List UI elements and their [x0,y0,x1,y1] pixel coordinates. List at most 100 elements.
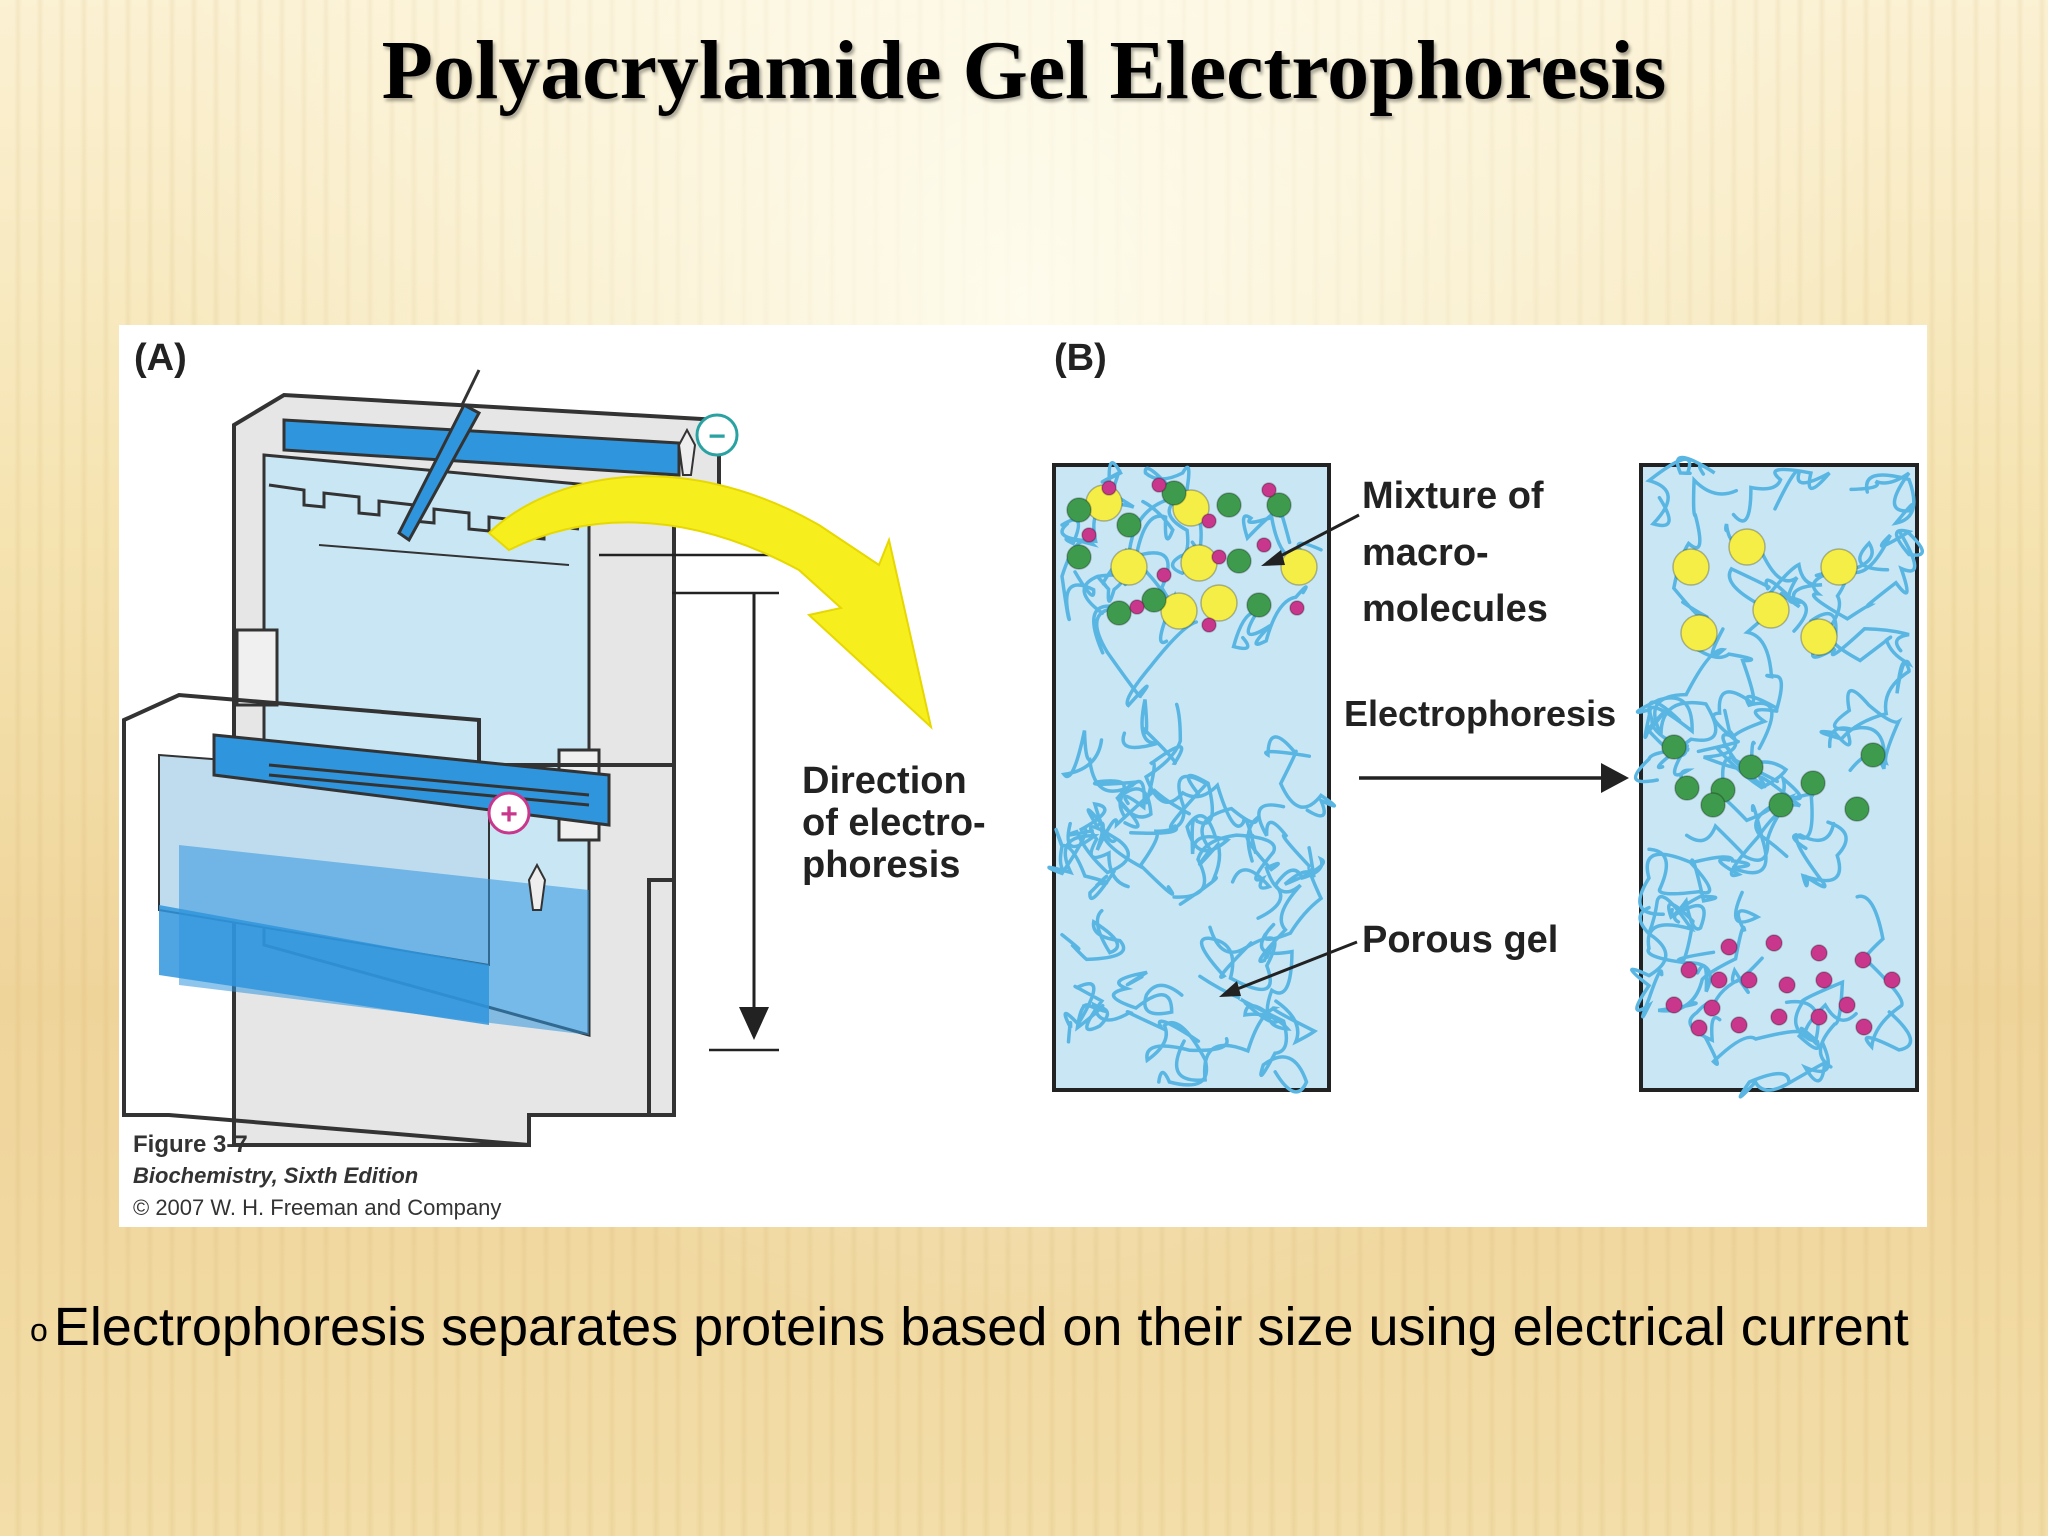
gel-fiber [1703,999,1820,1066]
medium-molecule [1216,492,1242,518]
small-molecule [1156,567,1172,583]
negative-symbol: − [708,420,726,453]
small-molecule [1665,996,1683,1014]
small-molecule [1201,617,1217,633]
caption-book: Biochemistry, Sixth Edition [133,1163,418,1188]
gel-fiber [1198,974,1309,1094]
large-molecule [1752,591,1790,629]
gel-fiber [1145,1020,1229,1087]
porous-gel-pointer [1226,940,1358,995]
gel-fiber [1245,833,1302,964]
medium-molecule [1246,592,1272,618]
caption-copyright: © 2007 W. H. Freeman and Company [133,1195,501,1220]
small-molecule [1765,934,1783,952]
small-molecule [1710,971,1728,989]
gel-fiber [1111,970,1184,1016]
medium-molecule [1226,548,1252,574]
direction-label-line-1: Direction [802,760,967,802]
large-molecule [1680,614,1718,652]
molecule-mixture [1066,477,1318,633]
sample-transfer-arrow [487,475,933,730]
small-molecule [1838,996,1856,1014]
slide-title: Polyacrylamide Gel Electrophoresis [381,24,1667,117]
gel-fiber [1047,801,1117,876]
mixture-label-line-3: molecules [1362,588,1548,630]
negative-electrode-icon [695,413,739,457]
mixture-pointer [1266,513,1360,565]
small-molecule [1256,537,1272,553]
medium-molecule [1800,770,1826,796]
medium-molecule [1738,754,1764,780]
gel-fiber [1634,696,1694,784]
medium-molecule [1674,775,1700,801]
gel-fiber [1060,908,1126,962]
gel-fiber [1684,792,1797,862]
gel-fiber [1172,833,1277,899]
medium-molecule [1860,742,1886,768]
bullet-text: Electrophoresis separates proteins based… [53,1297,1909,1357]
gel-fiber [1054,827,1116,900]
small-molecule [1151,477,1167,493]
positive-symbol: + [500,798,518,831]
small-molecule [1703,999,1721,1017]
small-molecule [1081,527,1097,543]
medium-molecule [1066,497,1092,523]
large-molecule [1280,548,1318,586]
gel-fiber [1811,569,1910,659]
gel-fiber [1231,585,1308,651]
large-molecule [1200,584,1238,622]
panel-b-label: (B) [1054,337,1107,379]
mixture-label-line-2: macro- [1362,532,1489,574]
gel-fiber [1060,518,1099,622]
gel-fiber [1060,730,1146,811]
small-molecule [1810,944,1828,962]
large-molecule [1800,618,1838,656]
large-molecule [1728,528,1766,566]
caption-figure-number: Figure 3-7 [133,1131,248,1158]
gel-fiber [1667,896,1716,964]
medium-molecule [1844,796,1870,822]
gel-fiber [1264,735,1337,818]
large-molecule [1820,548,1858,586]
gel-fiber [1717,773,1815,851]
small-molecule [1720,938,1738,956]
gel-fiber [1257,803,1324,942]
direction-label-line-2: of electro- [802,802,986,844]
gel-fiber [1703,707,1779,770]
gel-fiber [1743,607,1784,751]
gel-fiber [1849,471,1916,526]
electrophoresis-figure: − + (A) (B) Direction of electro- phores… [119,325,1927,1227]
small-molecule [1101,480,1117,496]
gel-fiber [1129,774,1210,896]
gel-fiber [1143,702,1258,855]
gel-fiber [1646,894,1712,993]
gel-fiber [1657,890,1762,1013]
gel-fiber [1731,467,1831,523]
small-molecule [1810,1008,1828,1026]
porous-gel-label: Porous gel [1362,919,1558,961]
small-molecule [1690,1019,1708,1037]
gel-fiber [1819,669,1911,773]
medium-molecule [1066,544,1092,570]
gel-fiber [1243,932,1294,1031]
small-molecule [1261,482,1277,498]
gel-fiber [1063,981,1110,1044]
direction-label-line-3: phoresis [802,844,960,886]
gel-fiber [1121,699,1184,805]
medium-molecule [1700,792,1726,818]
small-molecule [1289,600,1305,616]
gel-fiber [1855,894,1913,1052]
small-molecule [1815,971,1833,989]
small-molecule [1883,971,1901,989]
large-molecule [1672,548,1710,586]
gel-fiber [1256,846,1325,920]
small-molecule [1778,976,1796,994]
medium-molecule [1161,480,1187,506]
separated-molecules [1661,528,1901,1037]
apparatus-illustration [122,369,779,1148]
small-molecule [1730,1016,1748,1034]
medium-molecule [1768,792,1794,818]
medium-molecule [1661,734,1687,760]
small-molecule [1770,1008,1788,1026]
medium-molecule [1266,492,1292,518]
